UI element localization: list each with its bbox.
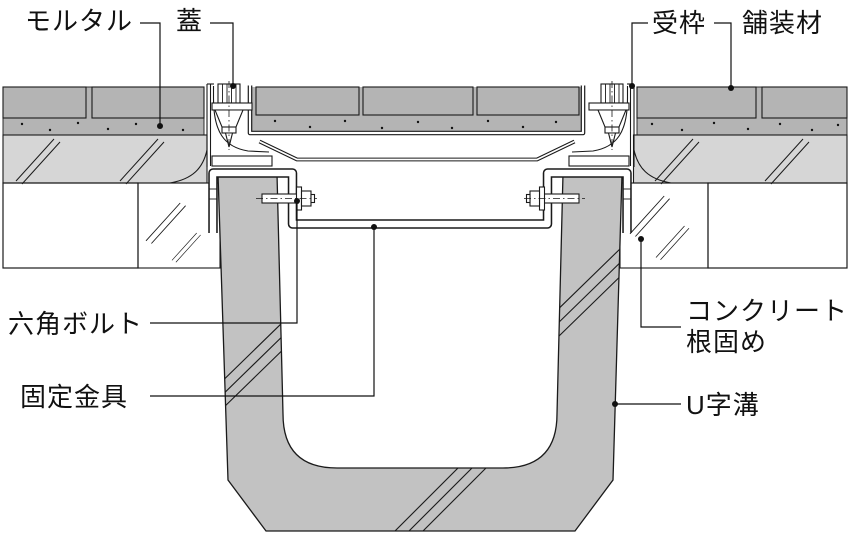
frame-flange-hatch bbox=[211, 155, 273, 167]
mortar-bed-curve-right bbox=[633, 149, 672, 184]
lid-paving-block bbox=[476, 86, 580, 116]
concrete-anchor-right bbox=[619, 182, 709, 269]
soil-right bbox=[707, 182, 848, 269]
paving-block bbox=[761, 86, 848, 119]
concrete-layer-right bbox=[632, 134, 848, 184]
receiving-frame-left bbox=[206, 83, 273, 167]
label-u-channel: U字溝 bbox=[686, 390, 760, 420]
hex-bolt-right bbox=[524, 186, 585, 211]
ground-left bbox=[2, 86, 221, 269]
paving-block bbox=[91, 86, 205, 119]
ground-right bbox=[619, 86, 848, 269]
lid-mortar-speckles bbox=[273, 119, 558, 130]
concrete-layer-left bbox=[2, 134, 208, 184]
frame-flange-hatch bbox=[568, 155, 630, 167]
label-concrete-anchor-line1: コンクリート bbox=[686, 296, 849, 326]
label-concrete-anchor-line2: 根固め bbox=[686, 326, 768, 357]
lid-paving-block bbox=[255, 86, 360, 116]
label-mortar: モルタル bbox=[25, 6, 134, 36]
mortar-layer-right bbox=[636, 86, 848, 136]
soil-left bbox=[2, 182, 139, 269]
lid-assembly bbox=[211, 81, 630, 162]
mortar-layer-left bbox=[2, 86, 205, 136]
concrete-anchor-left bbox=[137, 182, 221, 269]
leveling-bolt-left bbox=[211, 81, 253, 150]
lid-skirt-plate bbox=[258, 139, 576, 162]
mortar-speckles bbox=[20, 121, 185, 132]
paving-block bbox=[636, 86, 757, 119]
leader-lines bbox=[140, 22, 734, 407]
label-lid: 蓋 bbox=[176, 6, 204, 36]
leveling-bolt-right bbox=[588, 81, 630, 150]
label-receiving-frame: 受枠 bbox=[652, 8, 707, 38]
lid-paving-block bbox=[362, 86, 474, 116]
paving-block bbox=[2, 86, 87, 119]
fixing-bracket-strap bbox=[208, 168, 632, 233]
label-paving-material: 舗装材 bbox=[742, 8, 824, 38]
lid-mortar bbox=[252, 87, 581, 133]
label-hex-bolt: 六角ボルト bbox=[8, 309, 144, 339]
label-concrete-anchor: コンクリート 根固め bbox=[686, 296, 848, 357]
mortar-bed-curve-left bbox=[169, 149, 208, 184]
receiving-frame-right bbox=[568, 83, 635, 167]
label-fixing-bracket: 固定金具 bbox=[20, 382, 129, 412]
